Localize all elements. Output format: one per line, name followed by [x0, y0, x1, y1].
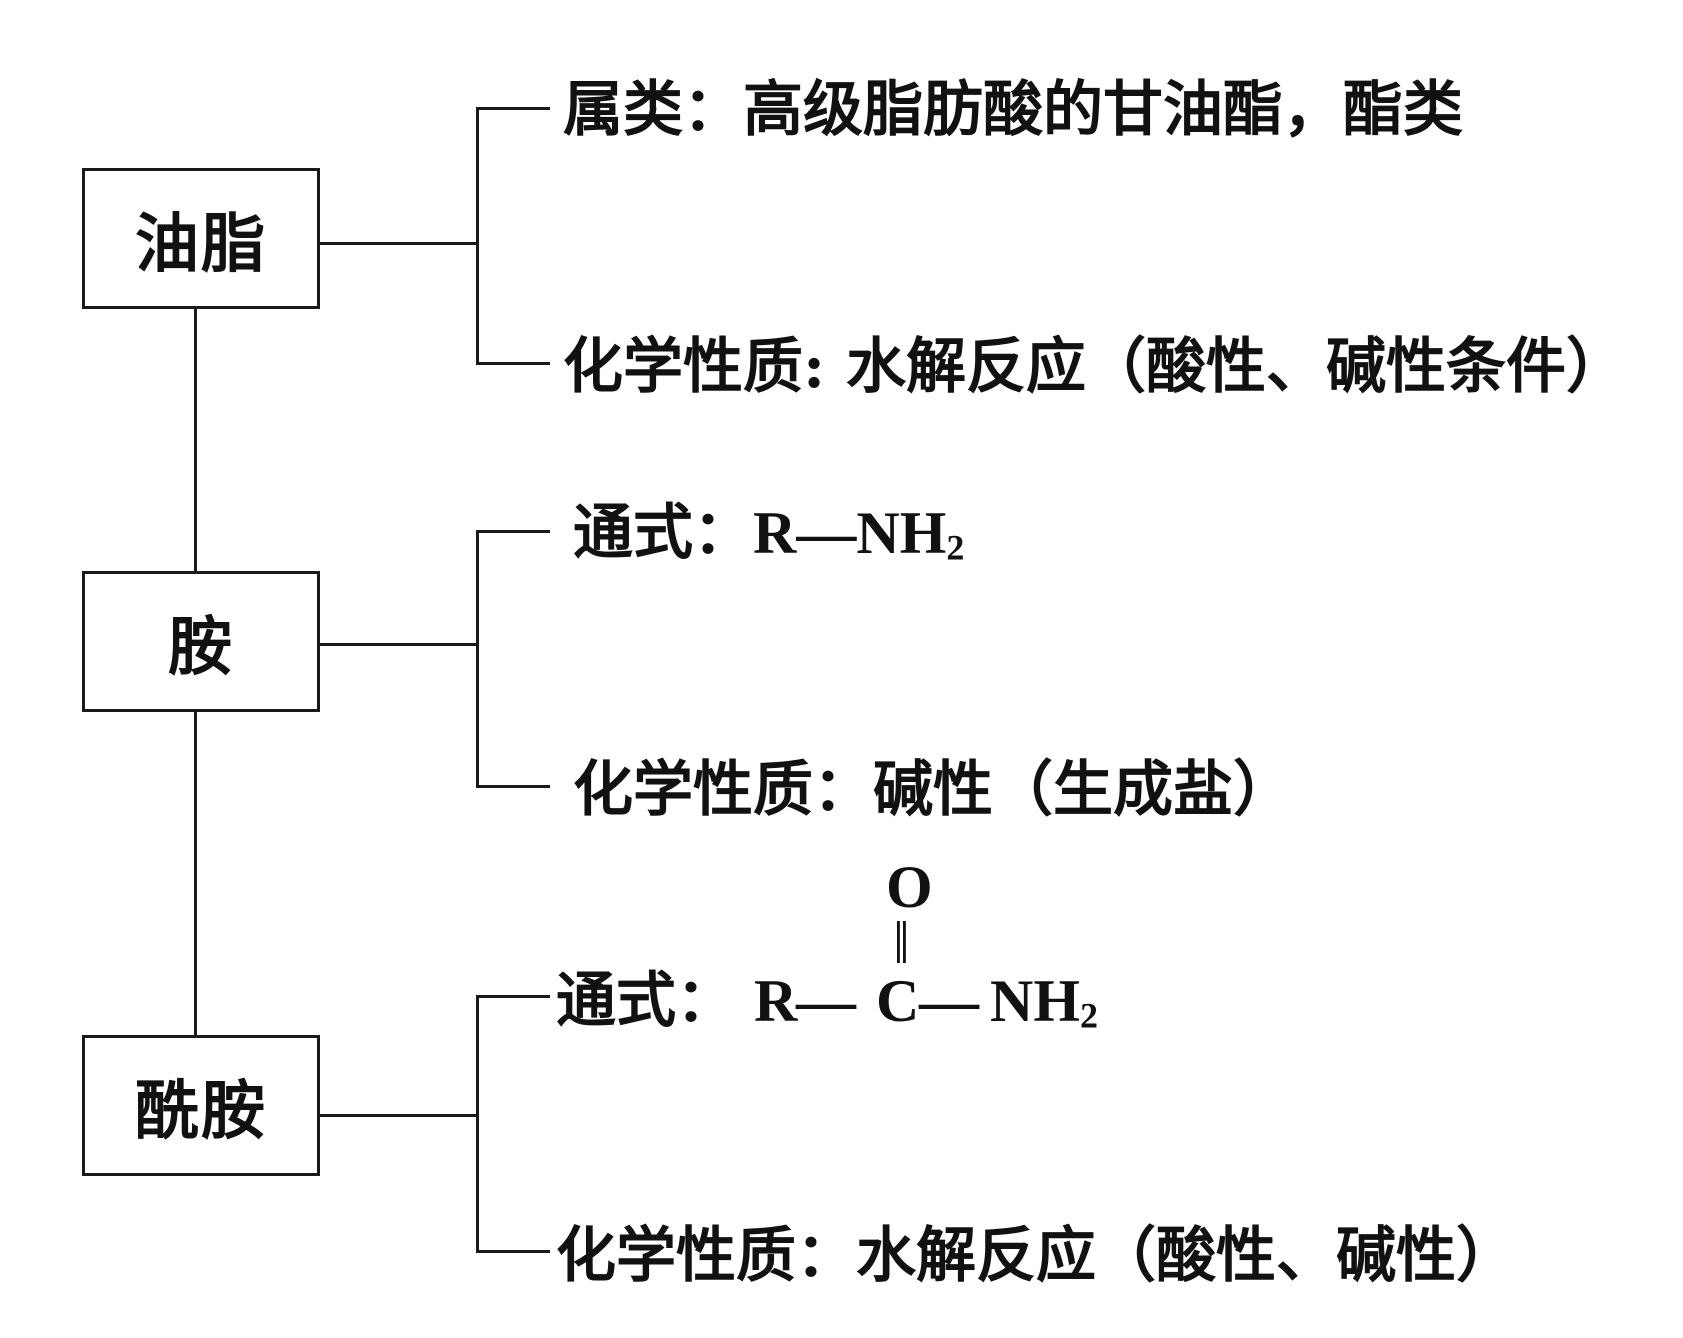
- amide-carbon: C: [876, 968, 920, 1034]
- amine-formula: 通式：R—NH2: [573, 500, 964, 566]
- amide-box: 酰胺: [82, 1035, 320, 1176]
- amine-stem-line: [320, 643, 478, 646]
- oil-stem-line: [320, 242, 478, 245]
- amine-box-label: 胺: [168, 609, 234, 685]
- oil-bracket-top: [476, 107, 550, 110]
- amide-formula-label: 通式：: [556, 966, 736, 1036]
- amide-group: NH2: [990, 968, 1098, 1034]
- amine-formula-group: NH: [856, 500, 947, 566]
- amide-group-text: NH: [990, 968, 1080, 1034]
- amide-formula-r: R: [754, 968, 798, 1034]
- oil-category-text: 属类：高级脂肪酸的甘油酯，酯类: [563, 75, 1463, 145]
- amide-bond-left: —: [796, 968, 856, 1034]
- amide-oxygen: O: [886, 854, 933, 920]
- oil-property-text: 化学性质: 水解反应（酸性、碱性条件）: [563, 332, 1627, 402]
- amine-formula-sub: 2: [946, 527, 965, 568]
- amine-property-text: 化学性质：碱性（生成盐）: [573, 755, 1293, 825]
- amine-bracket-top: [476, 530, 550, 533]
- amine-box: 胺: [82, 571, 320, 712]
- connector-oil-amine: [194, 309, 197, 571]
- amide-bracket-top: [476, 995, 550, 998]
- amide-property-text: 化学性质：水解反应（酸性、碱性）: [556, 1221, 1516, 1291]
- amine-bracket-bottom: [476, 785, 550, 788]
- amine-bracket-vertical: [476, 530, 479, 788]
- amide-bracket-bottom: [476, 1250, 550, 1253]
- oil-box-label: 油脂: [135, 206, 267, 282]
- amide-double-bond: ‖: [893, 910, 910, 976]
- amide-stem-line: [320, 1114, 478, 1117]
- oil-bracket-bottom: [476, 362, 550, 365]
- amide-bond-right: —: [919, 968, 979, 1034]
- amine-formula-bond: —: [796, 500, 857, 566]
- amine-formula-r: R: [753, 500, 797, 566]
- amide-bracket-vertical: [476, 995, 479, 1253]
- amide-box-label: 酰胺: [135, 1073, 267, 1149]
- connector-amine-amide: [194, 712, 197, 1035]
- amide-group-sub: 2: [1080, 995, 1098, 1036]
- amine-formula-label: 通式：: [573, 498, 753, 568]
- oil-box: 油脂: [82, 168, 320, 309]
- oil-bracket-vertical: [476, 107, 479, 365]
- amide-formula: 通式： R — C — NH2 O ‖: [556, 855, 1116, 1035]
